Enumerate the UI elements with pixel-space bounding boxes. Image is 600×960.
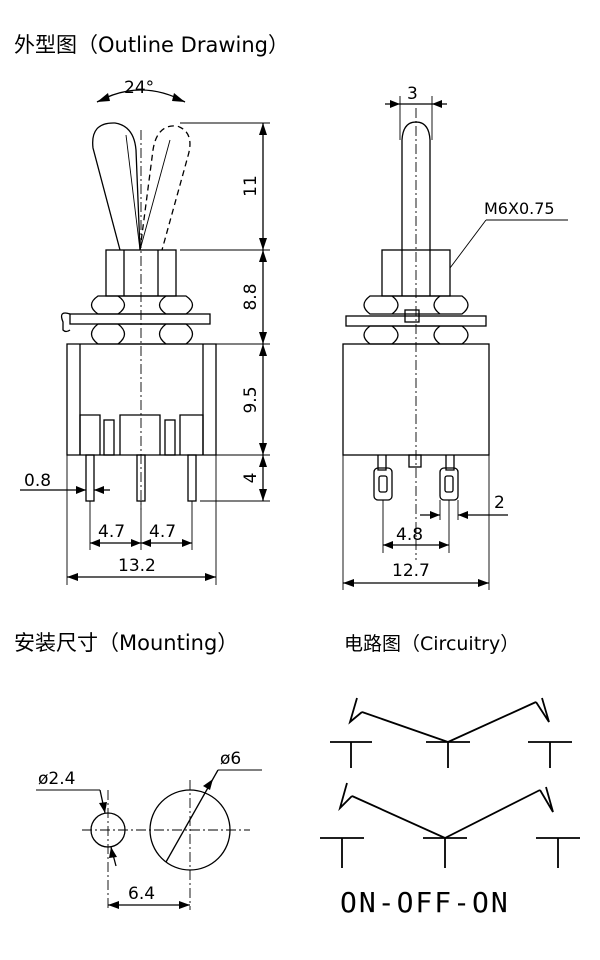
circuitry-title: 电路图（Circuitry） bbox=[344, 633, 519, 655]
washer bbox=[69, 313, 211, 325]
pin-right bbox=[187, 454, 197, 502]
circuit-mode-label: ON-OFF-ON bbox=[340, 886, 510, 919]
pin-pitch-right-label: 4.7 bbox=[149, 522, 176, 542]
thread-label: M6X0.75 bbox=[484, 199, 555, 218]
lower-contact-blade bbox=[351, 789, 541, 839]
side-view: 3 M6X0.75 bbox=[342, 84, 568, 590]
terminal-right bbox=[439, 467, 459, 501]
lever-solid bbox=[92, 122, 141, 251]
lever-dashed bbox=[139, 125, 191, 251]
pin-pitch-left-label: 4.7 bbox=[98, 522, 125, 542]
pin-width-label: 0.8 bbox=[24, 471, 51, 491]
pin-length-label: 4 bbox=[241, 473, 261, 484]
terminal-gap-label: 2 bbox=[494, 493, 505, 513]
switch-body bbox=[66, 343, 217, 456]
mounting-view: ø2.4 ø6 6.4 bbox=[36, 749, 262, 910]
angle-label: 24° bbox=[124, 78, 154, 98]
bushing-height-label: 8.8 bbox=[241, 283, 261, 310]
terminal-pitch-label: 4.8 bbox=[396, 525, 423, 545]
body-width-side-label: 12.7 bbox=[392, 561, 430, 581]
mounting-title: 安装尺寸（Mounting） bbox=[14, 631, 238, 655]
front-view: 24° bbox=[20, 78, 270, 585]
circuit-diagram: ON-OFF-ON bbox=[320, 697, 580, 919]
large-hole-label: ø6 bbox=[220, 749, 241, 769]
lever-height-label: 11 bbox=[241, 175, 261, 197]
body-height-label: 9.5 bbox=[241, 386, 261, 413]
body-width-front-label: 13.2 bbox=[118, 556, 156, 576]
terminal-left bbox=[373, 467, 393, 501]
upper-contact-blade bbox=[361, 701, 537, 743]
hole-spacing-label: 6.4 bbox=[128, 884, 155, 904]
hex-nut bbox=[90, 295, 194, 315]
small-hole-label: ø2.4 bbox=[38, 769, 75, 789]
lower-nut bbox=[90, 323, 194, 345]
lever-width-label: 3 bbox=[407, 84, 418, 104]
pin-left bbox=[85, 454, 95, 502]
side-nut bbox=[363, 295, 469, 315]
outline-title: 外型图（Outline Drawing） bbox=[14, 33, 289, 57]
